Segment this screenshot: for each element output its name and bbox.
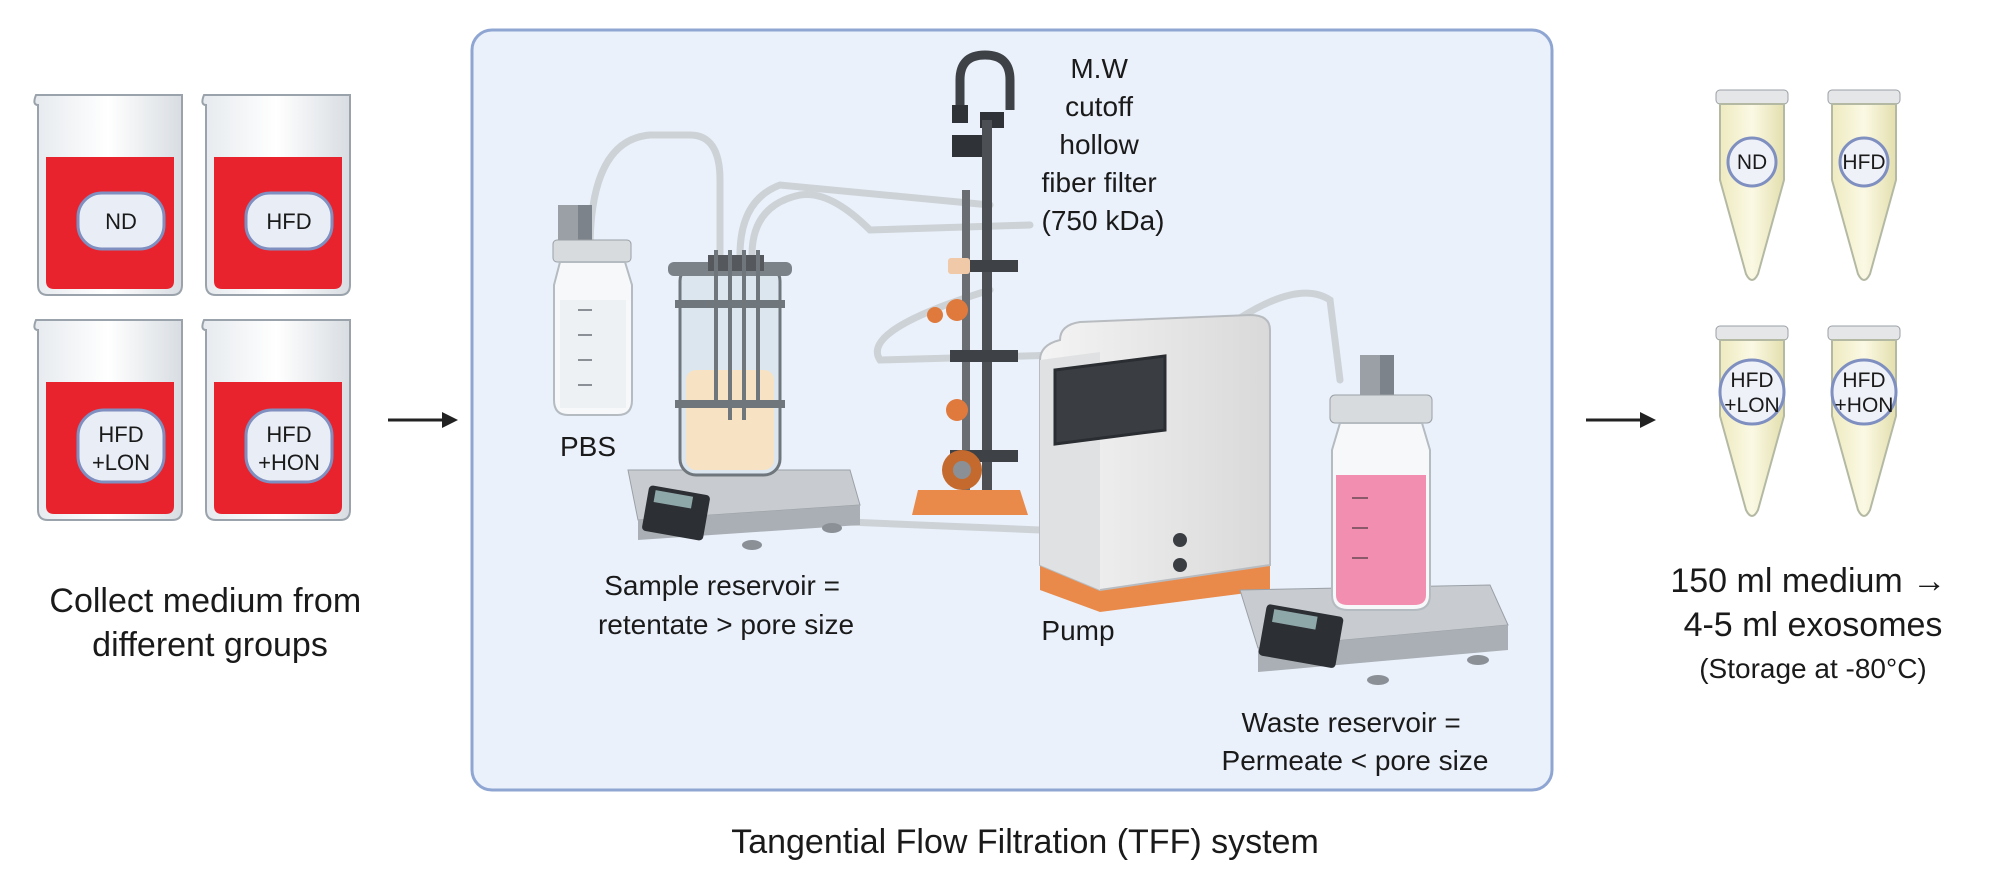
- beaker-label-tag: [244, 408, 334, 484]
- tube-hfd-lon: HFD+LON: [1715, 325, 1789, 517]
- beaker-label: HFD+HON: [258, 422, 320, 475]
- sample-reservoir: Sample reservoir = retentate > pore size: [598, 250, 861, 640]
- waste-reservoir-label: Waste reservoir = Permeate < pore size: [1222, 707, 1489, 776]
- beaker-label-tag: [76, 191, 166, 251]
- beaker-label-tag: [244, 191, 334, 251]
- exosome-result-text: 150 ml medium → 4-5 ml exosomes: [1670, 562, 1955, 644]
- tube-hfd-hon: HFD+HON: [1827, 325, 1901, 517]
- tube-label-badge: [1838, 136, 1890, 188]
- tube-label-badge: [1726, 136, 1778, 188]
- tube-label: ND: [1737, 151, 1767, 174]
- beaker-label-tag: [76, 408, 166, 484]
- sample-reservoir-label: Sample reservoir = retentate > pore size: [598, 570, 854, 640]
- beaker-label: ND: [105, 209, 137, 234]
- exosome-tubes: ND HFD HFD+LON HFD+HON 150 ml medium → 4…: [1670, 89, 1955, 684]
- hollow-fiber-filter: M.W cutoff hollow fiber filter (750 kDa): [912, 50, 1165, 515]
- pump-label: Pump: [1041, 615, 1114, 646]
- beaker-hfd-hon: HFD+HON: [201, 319, 351, 521]
- beaker-label: HFD+LON: [92, 422, 150, 475]
- tube-nd: ND: [1715, 89, 1789, 281]
- tube-label: HFD+HON: [1835, 369, 1894, 417]
- tube-label: HFD+LON: [1724, 369, 1779, 417]
- tff-system-title: Tangential Flow Filtration (TFF) system: [731, 823, 1319, 861]
- pump: Pump: [1039, 313, 1271, 646]
- collection-group: ND HFD HFD+LON HFD+HON Collect medium fr…: [33, 94, 370, 664]
- permeate-liquid: [1336, 475, 1426, 605]
- arrow-to-exosomes: [1586, 412, 1656, 428]
- storage-note: (Storage at -80°C): [1699, 653, 1927, 684]
- collection-caption: Collect medium from different groups: [49, 582, 370, 664]
- tube-label: HFD: [1842, 151, 1885, 174]
- beaker-label: HFD: [266, 209, 311, 234]
- beaker-nd: ND: [33, 94, 183, 296]
- pbs-bottle: PBS: [552, 205, 633, 462]
- waste-reservoir: Waste reservoir = Permeate < pore size: [1222, 355, 1509, 776]
- arrow-to-tff: [388, 412, 458, 428]
- beaker-hfd-lon: HFD+LON: [33, 319, 183, 521]
- tube-label-badge: [1718, 358, 1786, 426]
- tff-panel: PBS Sample reservoir = rete: [470, 28, 1554, 861]
- tube-label-badge: [1830, 358, 1898, 426]
- filter-label: M.W cutoff hollow fiber filter (750 kDa): [1042, 53, 1165, 236]
- pbs-label: PBS: [560, 431, 616, 462]
- tube-hfd: HFD: [1827, 89, 1901, 281]
- beaker-hfd: HFD: [201, 94, 351, 296]
